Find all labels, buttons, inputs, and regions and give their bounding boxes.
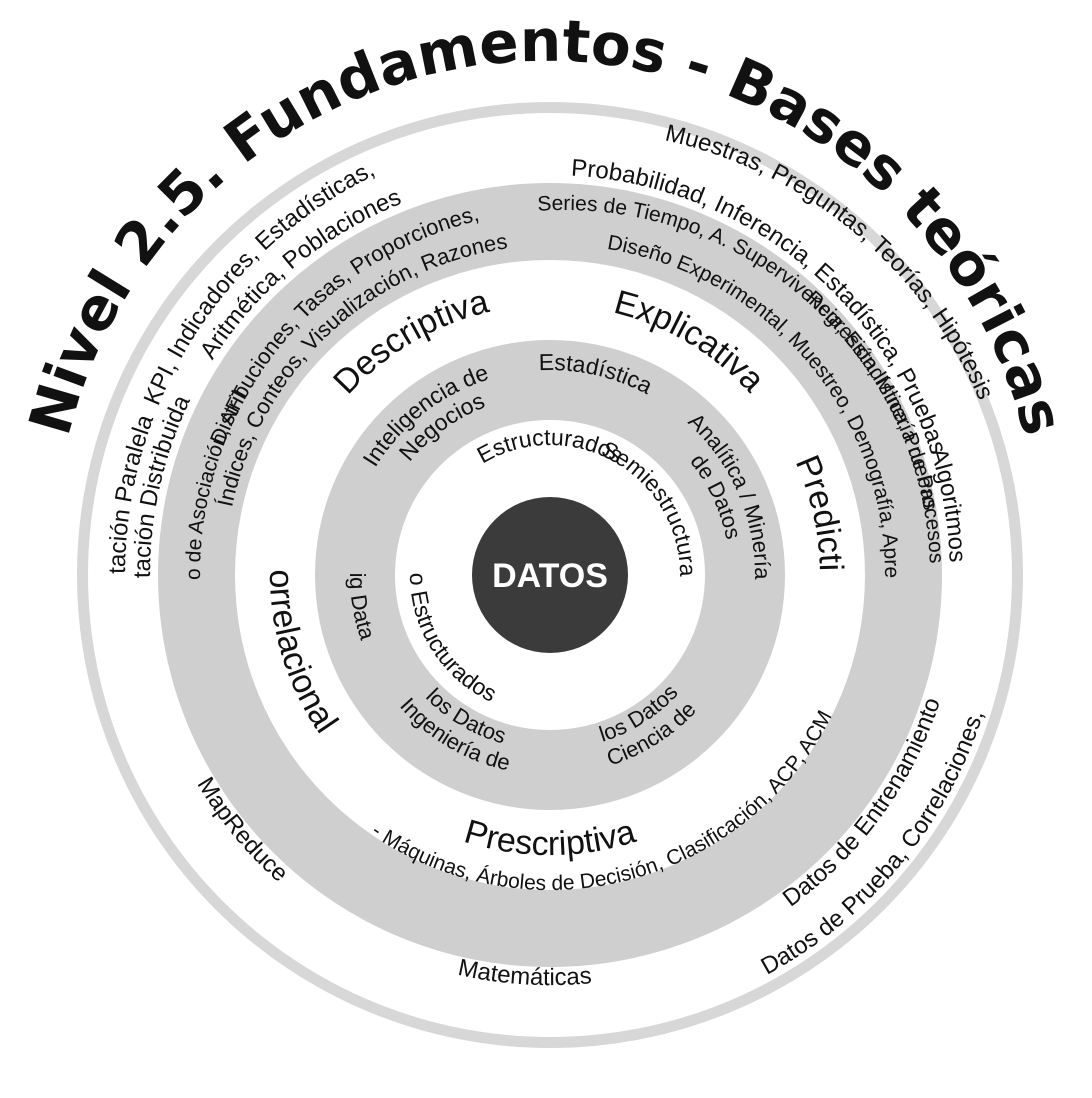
datos-core [472, 497, 628, 653]
datos-label: DATOS [492, 557, 608, 595]
